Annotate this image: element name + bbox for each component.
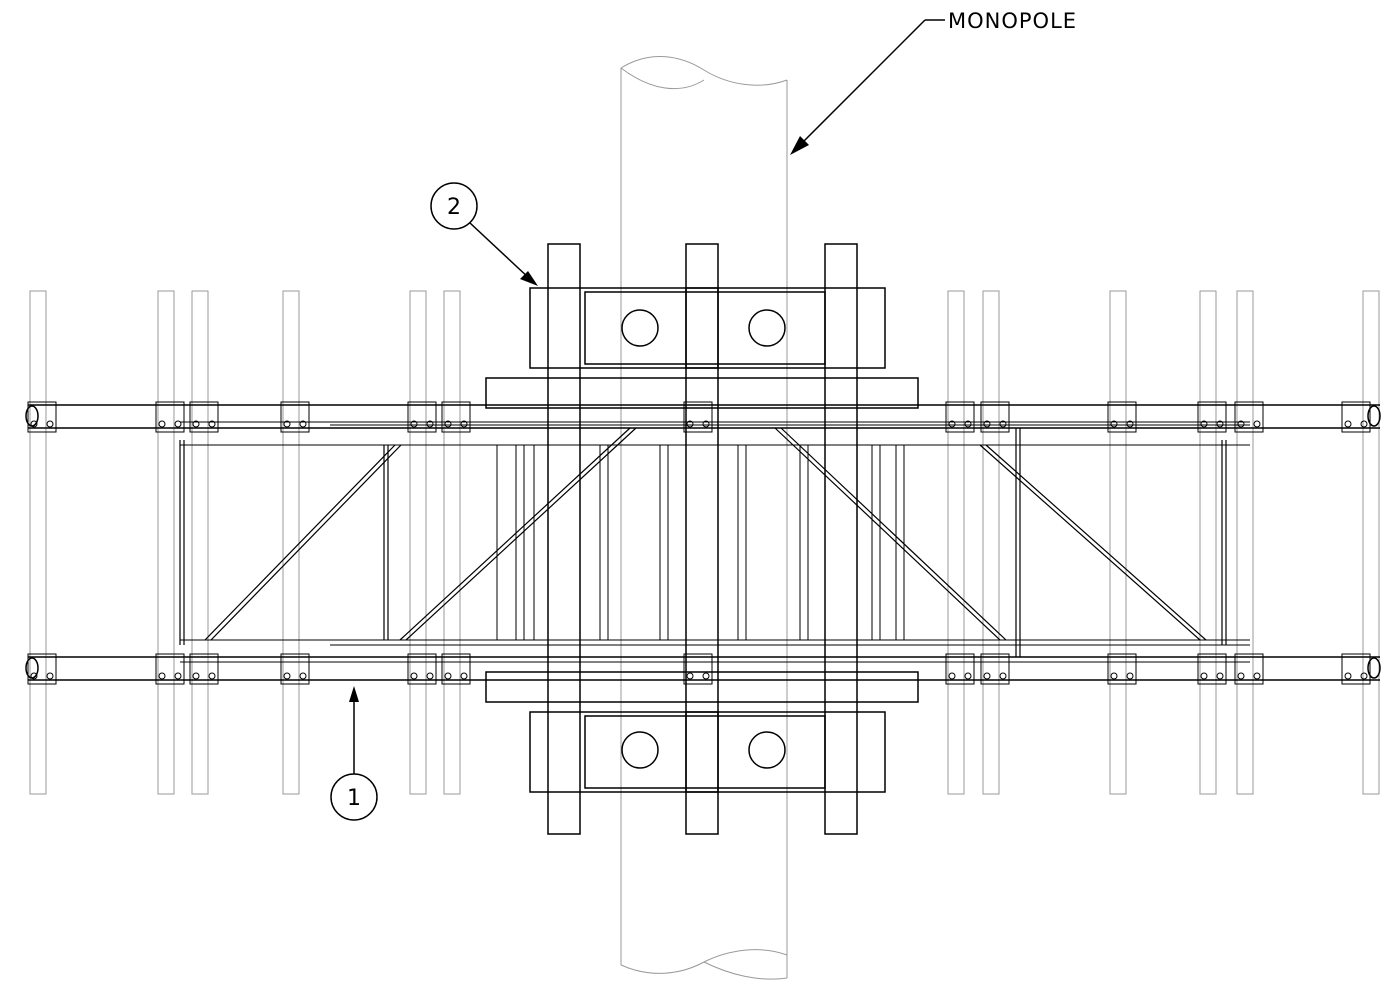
balloon-1: 1	[330, 686, 378, 821]
standoff-pipes	[547, 243, 858, 835]
pipe-clamps	[27, 401, 1371, 685]
clamp	[441, 401, 471, 433]
clamp	[945, 401, 975, 433]
clamp	[1341, 401, 1371, 433]
clamp	[27, 653, 57, 685]
platform-horizontal-pipes	[28, 404, 1380, 681]
antenna-pipes	[29, 290, 1380, 795]
clamp	[1234, 401, 1264, 433]
clamp	[407, 653, 437, 685]
clamp	[155, 653, 185, 685]
clamp	[1234, 653, 1264, 685]
clamp	[189, 653, 219, 685]
antenna-pipe	[409, 290, 427, 795]
balloon-1-number: 1	[347, 786, 361, 811]
clamp	[1107, 401, 1137, 433]
antenna-pipe	[29, 290, 47, 795]
monopole	[620, 56, 788, 980]
antenna-pipe	[157, 290, 175, 795]
clamp	[1107, 653, 1137, 685]
inner-verticals	[496, 445, 905, 640]
antenna-pipe	[191, 290, 209, 795]
antenna-pipe	[982, 290, 1000, 795]
upper-bracket	[485, 287, 919, 409]
clamp	[280, 401, 310, 433]
clamp	[980, 653, 1010, 685]
clamp	[1341, 653, 1371, 685]
clamp	[280, 653, 310, 685]
clamp	[683, 653, 713, 685]
pipe-end-caps	[25, 405, 1381, 679]
lower-bracket	[485, 671, 919, 793]
antenna-pipe	[443, 290, 461, 795]
antenna-pipe	[1362, 290, 1380, 795]
clamp	[407, 401, 437, 433]
antenna-pipe	[947, 290, 965, 795]
antenna-pipe	[1109, 290, 1127, 795]
clamp	[1197, 653, 1227, 685]
clamp	[189, 401, 219, 433]
clamp	[980, 401, 1010, 433]
clamp	[683, 401, 713, 433]
clamp	[155, 401, 185, 433]
clamp	[1197, 401, 1227, 433]
balloon-2-number: 2	[447, 195, 461, 220]
clamp	[27, 401, 57, 433]
monopole-callout: MONOPOLE	[790, 9, 1077, 155]
balloon-2: 2	[430, 182, 538, 286]
truss-bracing	[179, 427, 1227, 657]
antenna-pipe	[1199, 290, 1217, 795]
antenna-pipe	[1236, 290, 1254, 795]
antenna-pipe	[282, 290, 300, 795]
clamp	[945, 653, 975, 685]
monopole-label: MONOPOLE	[948, 9, 1077, 33]
clamp	[441, 653, 471, 685]
